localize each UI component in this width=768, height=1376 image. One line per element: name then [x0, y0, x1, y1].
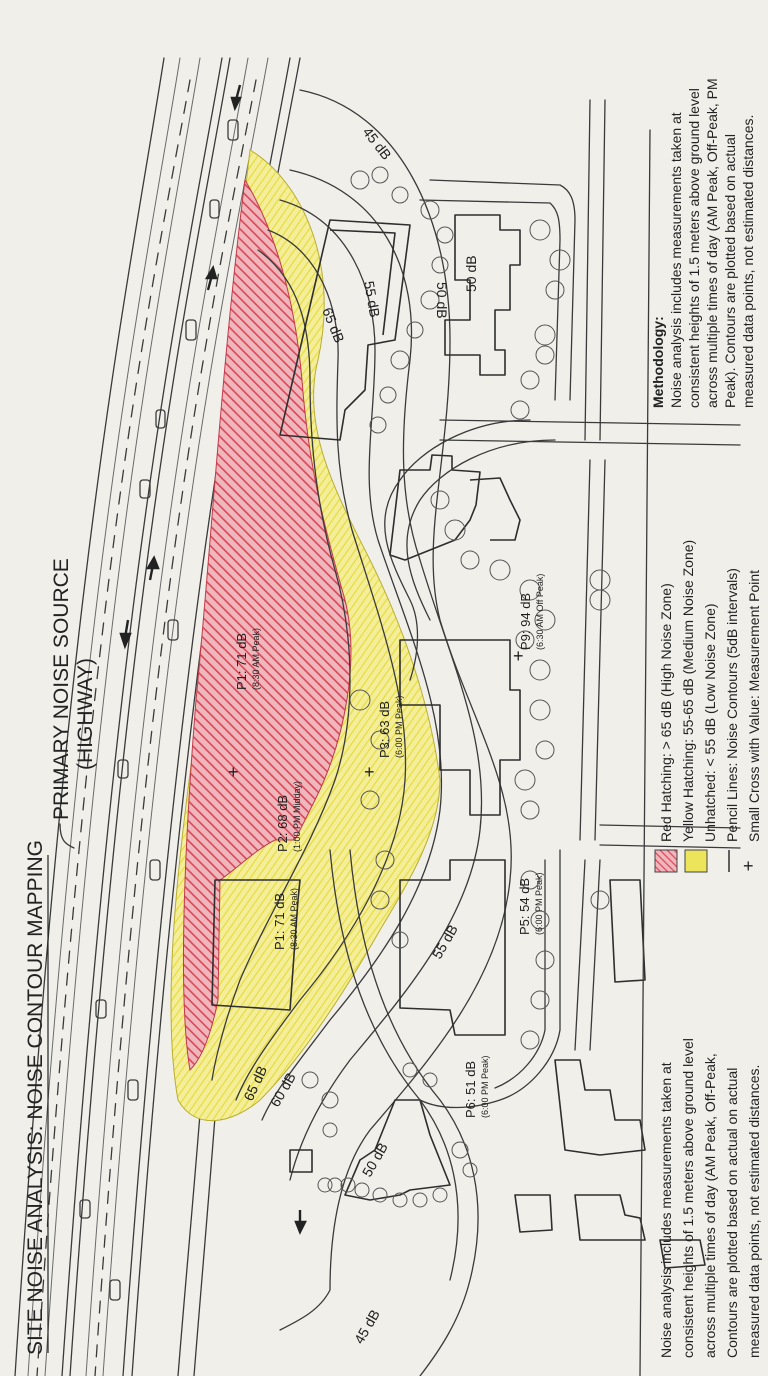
measurement-point-p2: P2: 68 dB (1:00 PM Midday)	[275, 781, 302, 852]
source-leader-line	[59, 823, 75, 849]
measurement-point-p5: P5: 54 dB (6:00 PM Peak)	[517, 872, 544, 935]
primary-source-label: PRIMARY NOISE SOURCE	[50, 558, 73, 820]
measurement-point-p1a: P1: 71 dB (8:30 AM Peak)	[234, 628, 261, 690]
legend-item-high: Red Hatching: > 65 dB (High Noise Zone)	[658, 583, 674, 842]
notes-left: Noise analysis includes measurements tak…	[658, 1038, 762, 1358]
noise-zones	[170, 149, 441, 1122]
measurement-point-time: (6:00 PM Peak)	[480, 1055, 490, 1118]
legend-swatch-high	[654, 849, 678, 873]
legend: + Red Hatching: > 65 dB (High Noise Zone…	[654, 540, 762, 876]
note-line: consistent heights of 1.5 meters above g…	[680, 1038, 696, 1358]
legend-item-contours: Pencil Lines: Noise Contours (5dB interv…	[724, 568, 740, 842]
contour-label-50-c: 50 dB	[359, 1140, 391, 1180]
streets	[329, 99, 741, 1376]
measurement-point-p6: P6: 51 dB (6:00 PM Peak)	[463, 1055, 490, 1118]
measurement-point-label: P2: 68 dB	[275, 795, 290, 852]
measurement-point-time: (6:00 PM Peak)	[534, 872, 544, 935]
methodology-line: Peak). Contours are plotted based on act…	[722, 134, 738, 408]
noise-contours	[211, 89, 512, 1331]
measurement-point-time: (6:00 PM Peak)	[394, 695, 404, 758]
high-noise-zone	[182, 178, 352, 1072]
measurement-point-p9: P9: 94 dB (6:30 AM Off Peak)	[518, 574, 545, 650]
legend-cross-symbol: +	[743, 856, 754, 876]
measurement-points: P1: 71 dB (8:30 AM Peak) + P1: 71 dB (8:…	[228, 574, 545, 1118]
measurement-point-time: (8:30 AM Peak)	[251, 628, 261, 690]
measurement-point-label: P1: 71 dB	[272, 893, 287, 950]
buildings	[211, 214, 706, 1269]
legend-item-low: Unhatched: < 55 dB (Low Noise Zone)	[702, 603, 718, 842]
highway	[14, 57, 307, 1376]
measurement-point-label: P1: 71 dB	[234, 633, 249, 690]
measurement-point-label: P3: 63 dB	[377, 701, 392, 758]
methodology-line: consistent heights of 1.5 meters above g…	[686, 88, 702, 408]
measurement-point-p3: P3: 63 dB (6:00 PM Peak)	[377, 695, 404, 758]
cross-marker: +	[364, 762, 375, 782]
methodology-line: Noise analysis includes measurements tak…	[668, 112, 684, 408]
measurement-point-time: (1:00 PM Midday)	[292, 781, 302, 852]
trees	[301, 166, 611, 1208]
contour-label-55-b: 55 dB	[429, 922, 461, 962]
measurement-point-label: P6: 51 dB	[463, 1061, 478, 1118]
legend-item-medium: Yellow Hatching: 55-65 dB (Medium Noise …	[680, 540, 696, 842]
methodology-title: Methodology:	[650, 316, 666, 408]
methodology-line: across multiple times of day (AM Peak, O…	[704, 78, 720, 408]
cross-marker: +	[228, 762, 239, 782]
note-line: across multiple times of day (AM Peak, O…	[702, 1053, 718, 1358]
contour-label-50: 50 dB	[434, 282, 450, 319]
note-line: measured data points, not estimated dist…	[746, 1065, 762, 1358]
methodology-line: measured data points, not estimated dist…	[740, 115, 756, 408]
contour-label-50-b: 50 dB	[463, 255, 479, 292]
note-line: Noise analysis includes measurements tak…	[658, 1062, 674, 1358]
measurement-point-label: P9: 94 dB	[518, 593, 533, 650]
measurement-point-p1b: P1: 71 dB (8:30 AM Peak)	[272, 888, 299, 950]
measurement-point-time: (8:30 AM Peak)	[289, 888, 299, 950]
note-line: Contours are plotted based on actual on …	[724, 1068, 740, 1358]
methodology-note: Methodology: Noise analysis includes mea…	[650, 78, 756, 408]
cross-marker: +	[513, 646, 524, 666]
legend-swatch-medium	[684, 849, 708, 873]
legend-item-cross: Small Cross with Value: Measurement Poin…	[746, 570, 762, 842]
contour-label-45-b: 45 dB	[351, 1307, 383, 1347]
page-title: SITE NOISE ANALYSIS: NOISE CONTOUR MAPPI…	[24, 840, 47, 1355]
measurement-point-time: (6:30 AM Off Peak)	[535, 574, 545, 650]
primary-source-sublabel: (HIGHWAY)	[74, 658, 97, 770]
contour-label-55: 55 dB	[361, 280, 383, 319]
measurement-point-label: P5: 54 dB	[517, 878, 532, 935]
